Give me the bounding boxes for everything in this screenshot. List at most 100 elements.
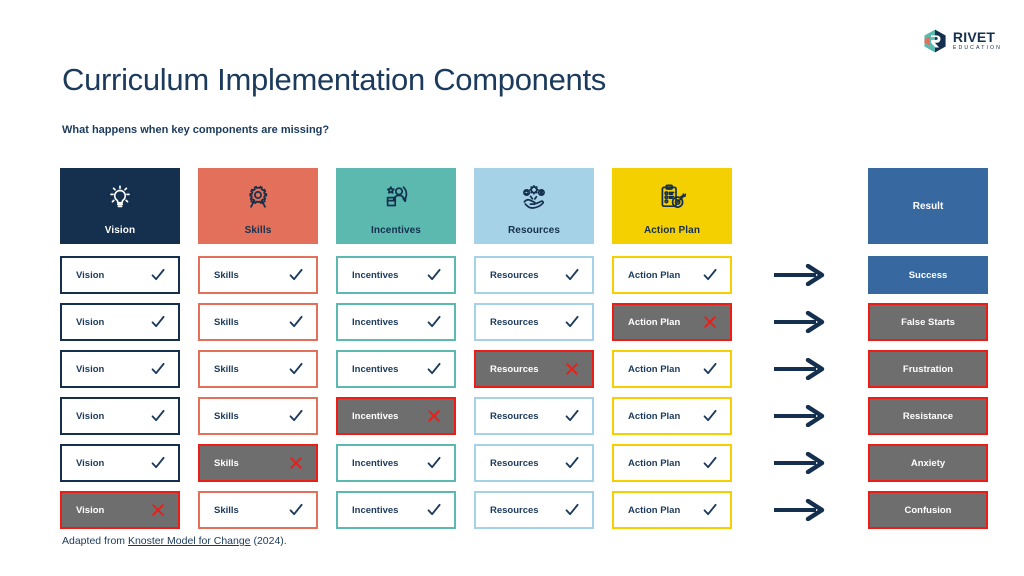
result-cell[interactable]: Confusion: [868, 491, 988, 529]
cell-vision[interactable]: Vision: [60, 256, 180, 294]
cell-resources[interactable]: Resources: [474, 397, 594, 435]
cell-label: Resources: [490, 316, 539, 328]
knoster-model-link[interactable]: Knoster Model for Change: [127, 535, 251, 547]
cell-action_plan[interactable]: Action Plan: [612, 397, 732, 435]
cell-action_plan[interactable]: Action Plan: [612, 444, 732, 482]
check-icon: [150, 314, 166, 330]
right-arrow-icon: [750, 491, 850, 529]
check-icon: [426, 455, 442, 471]
cross-icon: [426, 408, 442, 424]
check-icon: [150, 267, 166, 283]
result-label: Confusion: [904, 504, 952, 516]
cell-resources[interactable]: Resources: [474, 350, 594, 388]
cell-resources[interactable]: Resources: [474, 444, 594, 482]
cell-vision[interactable]: Vision: [60, 444, 180, 482]
cell-label: Incentives: [352, 410, 399, 422]
cell-label: Vision: [76, 504, 105, 516]
column-header-resources: Resources: [474, 168, 594, 244]
cell-action_plan[interactable]: Action Plan: [612, 350, 732, 388]
check-icon: [288, 267, 304, 283]
cell-resources[interactable]: Resources: [474, 256, 594, 294]
page-subtitle: What happens when key components are mis…: [62, 124, 330, 136]
check-icon: [288, 361, 304, 377]
cell-resources[interactable]: Resources: [474, 303, 594, 341]
cell-incentives[interactable]: Incentives: [336, 256, 456, 294]
right-arrow-icon: [750, 256, 850, 294]
matrix-row: Vision Skills Incentives Resources Action Pl…: [60, 397, 988, 435]
cell-label: Skills: [214, 457, 239, 469]
check-icon: [288, 314, 304, 330]
cell-skills[interactable]: Skills: [198, 491, 318, 529]
cell-resources[interactable]: Resources: [474, 491, 594, 529]
cell-action_plan[interactable]: Action Plan: [612, 256, 732, 294]
cross-icon: [564, 361, 580, 377]
cell-skills[interactable]: Skills: [198, 444, 318, 482]
column-header-label: Resources: [507, 225, 561, 236]
cell-label: Incentives: [352, 316, 399, 328]
right-arrow-icon: [750, 444, 850, 482]
cell-skills[interactable]: Skills: [198, 256, 318, 294]
cell-action_plan[interactable]: Action Plan: [612, 491, 732, 529]
check-icon: [426, 267, 442, 283]
result-cell[interactable]: False Starts: [868, 303, 988, 341]
result-label: Frustration: [902, 363, 954, 375]
cell-label: Action Plan: [628, 316, 681, 328]
check-icon: [150, 361, 166, 377]
column-header-result: Result: [868, 168, 988, 244]
cell-vision[interactable]: Vision: [60, 397, 180, 435]
column-header-label: Skills: [244, 225, 272, 236]
check-icon: [702, 455, 718, 471]
result-cell[interactable]: Success: [868, 256, 988, 294]
cell-label: Resources: [490, 457, 539, 469]
check-icon: [288, 502, 304, 518]
result-cell[interactable]: Anxiety: [868, 444, 988, 482]
cell-skills[interactable]: Skills: [198, 303, 318, 341]
matrix-row: Vision Skills Incentives Resources Action Pl…: [60, 444, 988, 482]
result-cell[interactable]: Frustration: [868, 350, 988, 388]
clipboard-target-icon: [655, 168, 689, 225]
row-arrow: [750, 303, 850, 341]
check-icon: [702, 361, 718, 377]
cell-incentives[interactable]: Incentives: [336, 491, 456, 529]
cell-action_plan[interactable]: Action Plan: [612, 303, 732, 341]
cell-incentives[interactable]: Incentives: [336, 444, 456, 482]
cell-label: Skills: [214, 504, 239, 516]
row-arrow: [750, 444, 850, 482]
cell-skills[interactable]: Skills: [198, 350, 318, 388]
check-icon: [564, 408, 580, 424]
cell-incentives[interactable]: Incentives: [336, 397, 456, 435]
cell-vision[interactable]: Vision: [60, 303, 180, 341]
source-attribution: Adapted from Knoster Model for Change (2…: [62, 535, 287, 547]
cell-label: Vision: [76, 457, 105, 469]
matrix-row: Vision Skills Incentives Resources Action Pl…: [60, 491, 988, 529]
cell-label: Skills: [214, 316, 239, 328]
row-arrow: [750, 350, 850, 388]
cell-vision[interactable]: Vision: [60, 491, 180, 529]
cell-skills[interactable]: Skills: [198, 397, 318, 435]
result-label: Success: [908, 269, 948, 281]
result-label: Anxiety: [910, 457, 946, 469]
check-icon: [426, 502, 442, 518]
cell-incentives[interactable]: Incentives: [336, 303, 456, 341]
check-icon: [702, 267, 718, 283]
cell-label: Action Plan: [628, 410, 681, 422]
cell-label: Incentives: [352, 269, 399, 281]
cell-incentives[interactable]: Incentives: [336, 350, 456, 388]
row-arrow: [750, 256, 850, 294]
attribution-prefix: Adapted from: [62, 535, 128, 547]
person-star-icon: [379, 168, 413, 225]
matrix-row: Vision Skills Incentives Resources Action Pl…: [60, 303, 988, 341]
cell-label: Skills: [214, 269, 239, 281]
result-cell[interactable]: Resistance: [868, 397, 988, 435]
result-label: Resistance: [902, 410, 954, 422]
matrix-row: Vision Skills Incentives Resources Action Pl…: [60, 350, 988, 388]
check-icon: [150, 408, 166, 424]
cell-label: Incentives: [352, 363, 399, 375]
cell-vision[interactable]: Vision: [60, 350, 180, 388]
right-arrow-icon: [750, 303, 850, 341]
rivet-education-logo: RIVET EDUCATION: [922, 28, 1002, 54]
lightbulb-icon: [103, 168, 137, 225]
column-header-label: Incentives: [371, 225, 421, 236]
check-icon: [564, 455, 580, 471]
